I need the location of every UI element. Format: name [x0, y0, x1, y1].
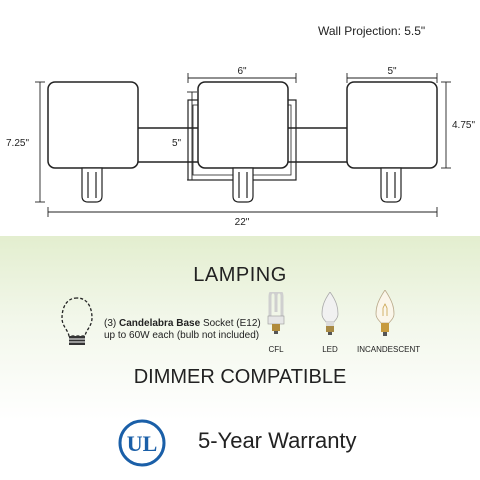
warranty-label: 5-Year Warranty: [198, 428, 357, 453]
lamping-background-panel: [0, 236, 480, 420]
left-shade: [47, 81, 139, 169]
candelabra-bulb-outline-icon: [61, 297, 93, 345]
bulb-label-incandescent: INCANDESCENT: [357, 345, 421, 354]
led-bulb-icon: [321, 292, 339, 335]
dim-label-overall-height: 7.25": [6, 138, 29, 149]
fixture-dimension-diagram: 6" 5" 4.75" 7.25" 5" 22": [6, 66, 475, 228]
ul-logo-icon: UL: [118, 419, 166, 467]
socket-suffix: Socket (E12): [202, 318, 261, 329]
dim-label-overall-width: 22": [235, 217, 250, 228]
left-socket: [81, 167, 103, 203]
wattage-note: up to 60W each (bulb not included): [104, 330, 260, 341]
right-socket: [380, 167, 402, 203]
bulb-label-led: LED: [322, 345, 338, 354]
middle-shade: [197, 81, 289, 169]
socket-type: Candelabra Base: [119, 318, 201, 329]
socket-count: (3): [104, 318, 117, 329]
dim-label-shade-height: 4.75": [452, 120, 475, 131]
dim-label-shade-depth: 5": [387, 66, 397, 77]
cfl-bulb-icon: [267, 292, 285, 334]
lamping-title: LAMPING: [193, 264, 287, 286]
middle-socket: [232, 167, 254, 203]
wall-projection-label: Wall Projection: 5.5": [318, 24, 426, 38]
ul-logo-text: UL: [127, 431, 158, 456]
bulb-label-cfl: CFL: [268, 345, 284, 354]
right-shade: [346, 81, 438, 169]
incandescent-bulb-icon: [375, 290, 395, 336]
socket-description: (3) Candelabra Base Socket (E12): [104, 318, 261, 329]
dim-label-shade-width: 6": [237, 66, 247, 77]
dim-label-inner-height: 5": [172, 138, 182, 149]
dimmer-compatible-label: DIMMER COMPATIBLE: [133, 366, 347, 388]
